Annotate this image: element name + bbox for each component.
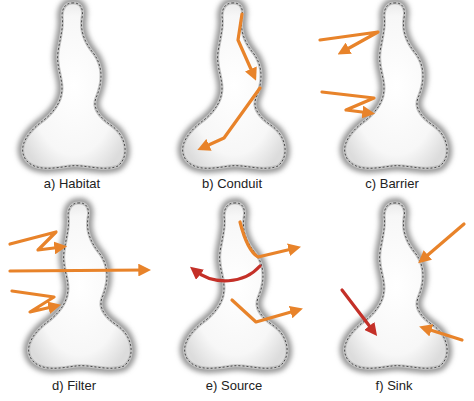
conduit-patch [183, 3, 285, 168]
sink-patch [345, 203, 447, 368]
panel-caption: d) Filter [52, 378, 96, 394]
habitat-patch [23, 3, 125, 168]
flow-arrow [232, 300, 298, 322]
panel-caption: f) Sink [376, 378, 413, 394]
panel-caption: a) Habitat [44, 176, 100, 192]
flow-arrow [342, 290, 374, 332]
flow-arrow [194, 266, 260, 281]
flow-arrow [10, 232, 62, 250]
flow-arrow [10, 270, 146, 271]
flow-arrow [202, 88, 260, 148]
panel-caption: c) Barrier [365, 176, 418, 192]
flow-arrow [422, 224, 464, 260]
filter-patch [29, 203, 131, 368]
flow-arrow [240, 222, 296, 257]
flow-arrow [12, 291, 56, 312]
barrier-patch [345, 3, 447, 168]
flow-arrow [322, 92, 374, 113]
flow-arrow [424, 328, 462, 340]
flow-arrow [238, 14, 254, 76]
panel-caption: b) Conduit [202, 176, 262, 192]
panel-caption: e) Source [206, 378, 262, 394]
source-patch [185, 203, 287, 368]
flow-arrow [320, 32, 378, 52]
